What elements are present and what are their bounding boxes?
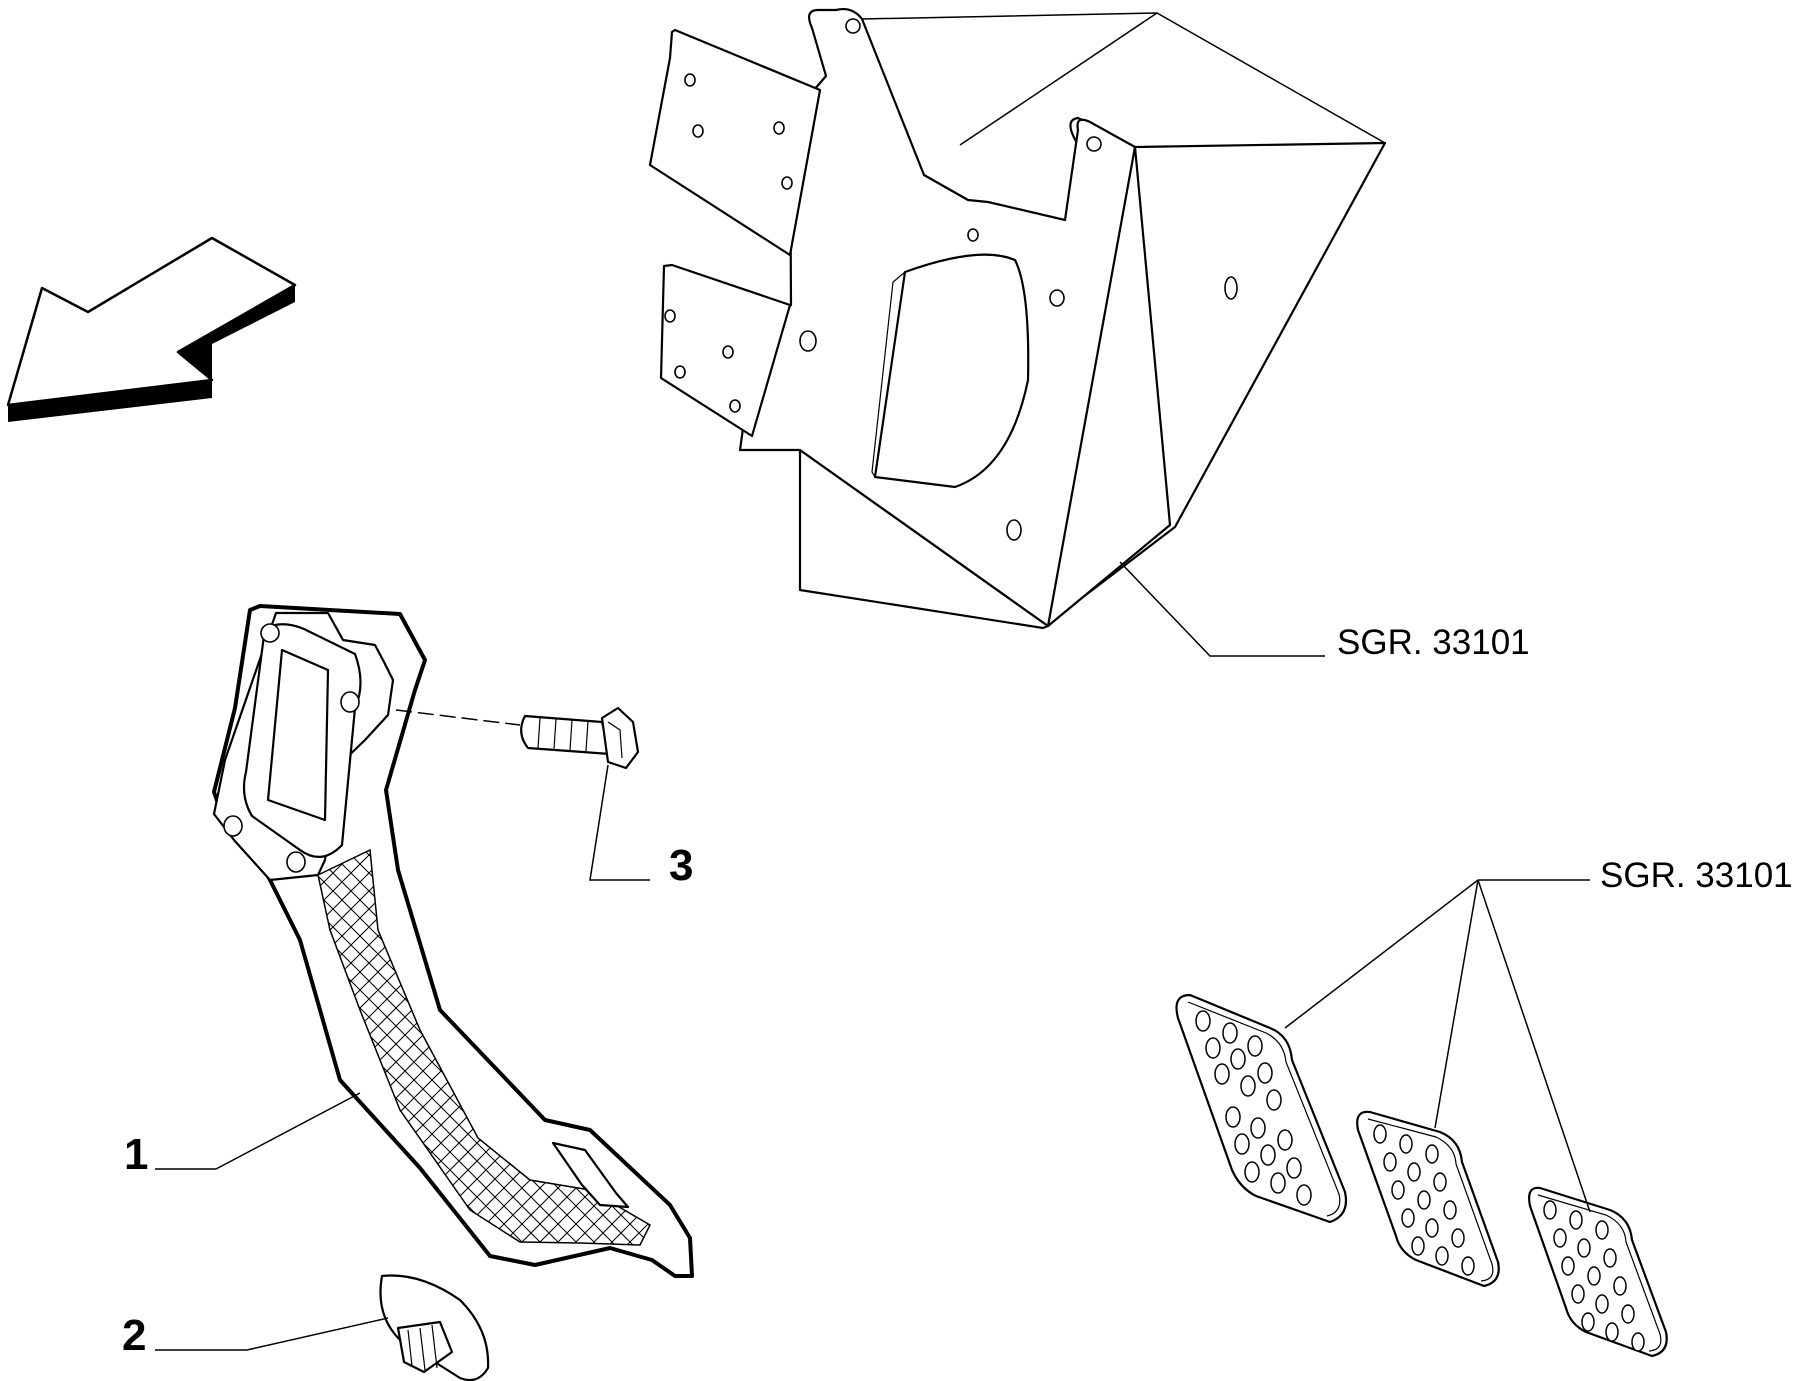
pivot-bolt xyxy=(395,706,640,770)
pads-reference-label: SGR. 33101 xyxy=(1600,856,1793,895)
bracket-reference: SGR. 33101 xyxy=(1119,561,1530,662)
part-2-callout: 2 xyxy=(122,1311,389,1360)
part-1-number: 1 xyxy=(124,1130,148,1179)
pedal-pad-middle xyxy=(1356,1110,1500,1288)
bracket-reference-label: SGR. 33101 xyxy=(1337,623,1530,662)
part-1-callout: 1 xyxy=(124,1092,361,1179)
part-3-number: 3 xyxy=(669,841,693,890)
part-3-callout: 3 xyxy=(589,764,693,890)
part-2-number: 2 xyxy=(122,1311,146,1360)
pedal-pad-large xyxy=(1175,993,1348,1224)
pedal-clip xyxy=(379,1274,490,1381)
pads-reference: SGR. 33101 xyxy=(1284,856,1793,1213)
pedal-lever xyxy=(212,604,694,1278)
direction-arrow-icon xyxy=(6,236,297,422)
pedal-bracket xyxy=(648,7,1387,630)
pedal-pad-small xyxy=(1528,1186,1668,1358)
pedal-pads xyxy=(1175,993,1668,1358)
